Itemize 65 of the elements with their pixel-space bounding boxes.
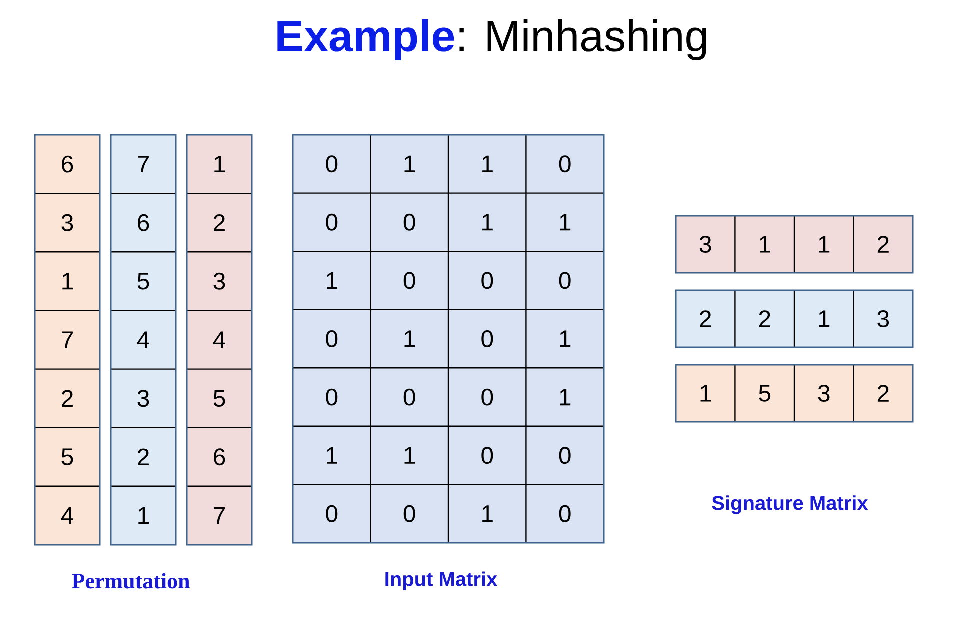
table-cell: 6 bbox=[111, 194, 176, 252]
table-cell: 7 bbox=[35, 310, 100, 370]
table-cell: 0 bbox=[526, 252, 604, 310]
table-cell: 4 bbox=[111, 310, 176, 370]
table-cell: 1 bbox=[735, 216, 794, 273]
table-cell: 5 bbox=[187, 369, 252, 428]
table-cell: 2 bbox=[187, 194, 252, 252]
table-cell: 3 bbox=[794, 365, 854, 422]
table-cell: 0 bbox=[526, 134, 604, 194]
table-cell: 3 bbox=[111, 369, 176, 428]
table-cell: 5 bbox=[35, 428, 100, 486]
table-caption: Signature Matrix bbox=[712, 496, 868, 514]
table-cell: 3 bbox=[854, 290, 913, 348]
table-cell: 0 bbox=[293, 193, 371, 252]
table-cell: 0 bbox=[370, 193, 448, 252]
table-cell: 0 bbox=[293, 484, 371, 544]
table-cell: 2 bbox=[735, 290, 794, 348]
table-cell: 0 bbox=[293, 134, 371, 194]
table-cell: 1 bbox=[526, 368, 604, 426]
table-cell: 0 bbox=[448, 368, 526, 426]
table-cell: 0 bbox=[526, 426, 604, 485]
table-cell: 0 bbox=[448, 252, 526, 310]
table-cell: 0 bbox=[526, 484, 604, 544]
table-cell: 2 bbox=[854, 365, 913, 422]
table-cell: 1 bbox=[370, 310, 448, 368]
table-cell: 2 bbox=[676, 290, 736, 348]
table-cell: 1 bbox=[526, 310, 604, 368]
table-caption: Input Matrix bbox=[386, 572, 498, 590]
table-cell: 2 bbox=[854, 216, 913, 273]
table-cell: 2 bbox=[111, 428, 176, 486]
table-cell: 1 bbox=[448, 134, 526, 194]
table-cell: 0 bbox=[448, 310, 526, 368]
table-cell: 0 bbox=[370, 252, 448, 310]
table-cell: 3 bbox=[676, 216, 736, 273]
table-cell: 3 bbox=[187, 252, 252, 311]
table-cell: 5 bbox=[111, 252, 176, 311]
table-cell: 1 bbox=[111, 486, 176, 545]
table-cell: 1 bbox=[794, 216, 854, 273]
table-cell: 1 bbox=[526, 193, 604, 252]
table-cell: 6 bbox=[187, 428, 252, 486]
title: Example: Minhashing bbox=[278, 20, 706, 60]
table-cell: 1 bbox=[676, 365, 736, 422]
table-cell: 2 bbox=[35, 369, 100, 428]
table-cell: 6 bbox=[35, 135, 100, 194]
table-cell: 7 bbox=[111, 135, 176, 194]
table-cell: 3 bbox=[35, 194, 100, 252]
table-cell: 0 bbox=[370, 484, 448, 544]
table-cell: 1 bbox=[794, 290, 854, 348]
table-cell: 0 bbox=[448, 426, 526, 485]
table-cell: 4 bbox=[35, 486, 100, 545]
table-cell: 7 bbox=[187, 486, 252, 545]
table-cell: 1 bbox=[370, 134, 448, 194]
table-cell: 1 bbox=[187, 135, 252, 194]
table-caption: Permutation bbox=[72, 573, 190, 589]
table-cell: 1 bbox=[35, 252, 100, 311]
table-cell: 0 bbox=[293, 310, 371, 368]
table-cell: 1 bbox=[448, 193, 526, 252]
table-cell: 1 bbox=[293, 426, 371, 485]
table-cell: 4 bbox=[187, 310, 252, 370]
table-cell: 0 bbox=[293, 368, 371, 426]
table-cell: 5 bbox=[735, 365, 794, 422]
table-cell: 0 bbox=[370, 368, 448, 426]
table-cell: 1 bbox=[293, 252, 371, 310]
table-cell: 1 bbox=[370, 426, 448, 485]
table-cell: 1 bbox=[448, 484, 526, 544]
